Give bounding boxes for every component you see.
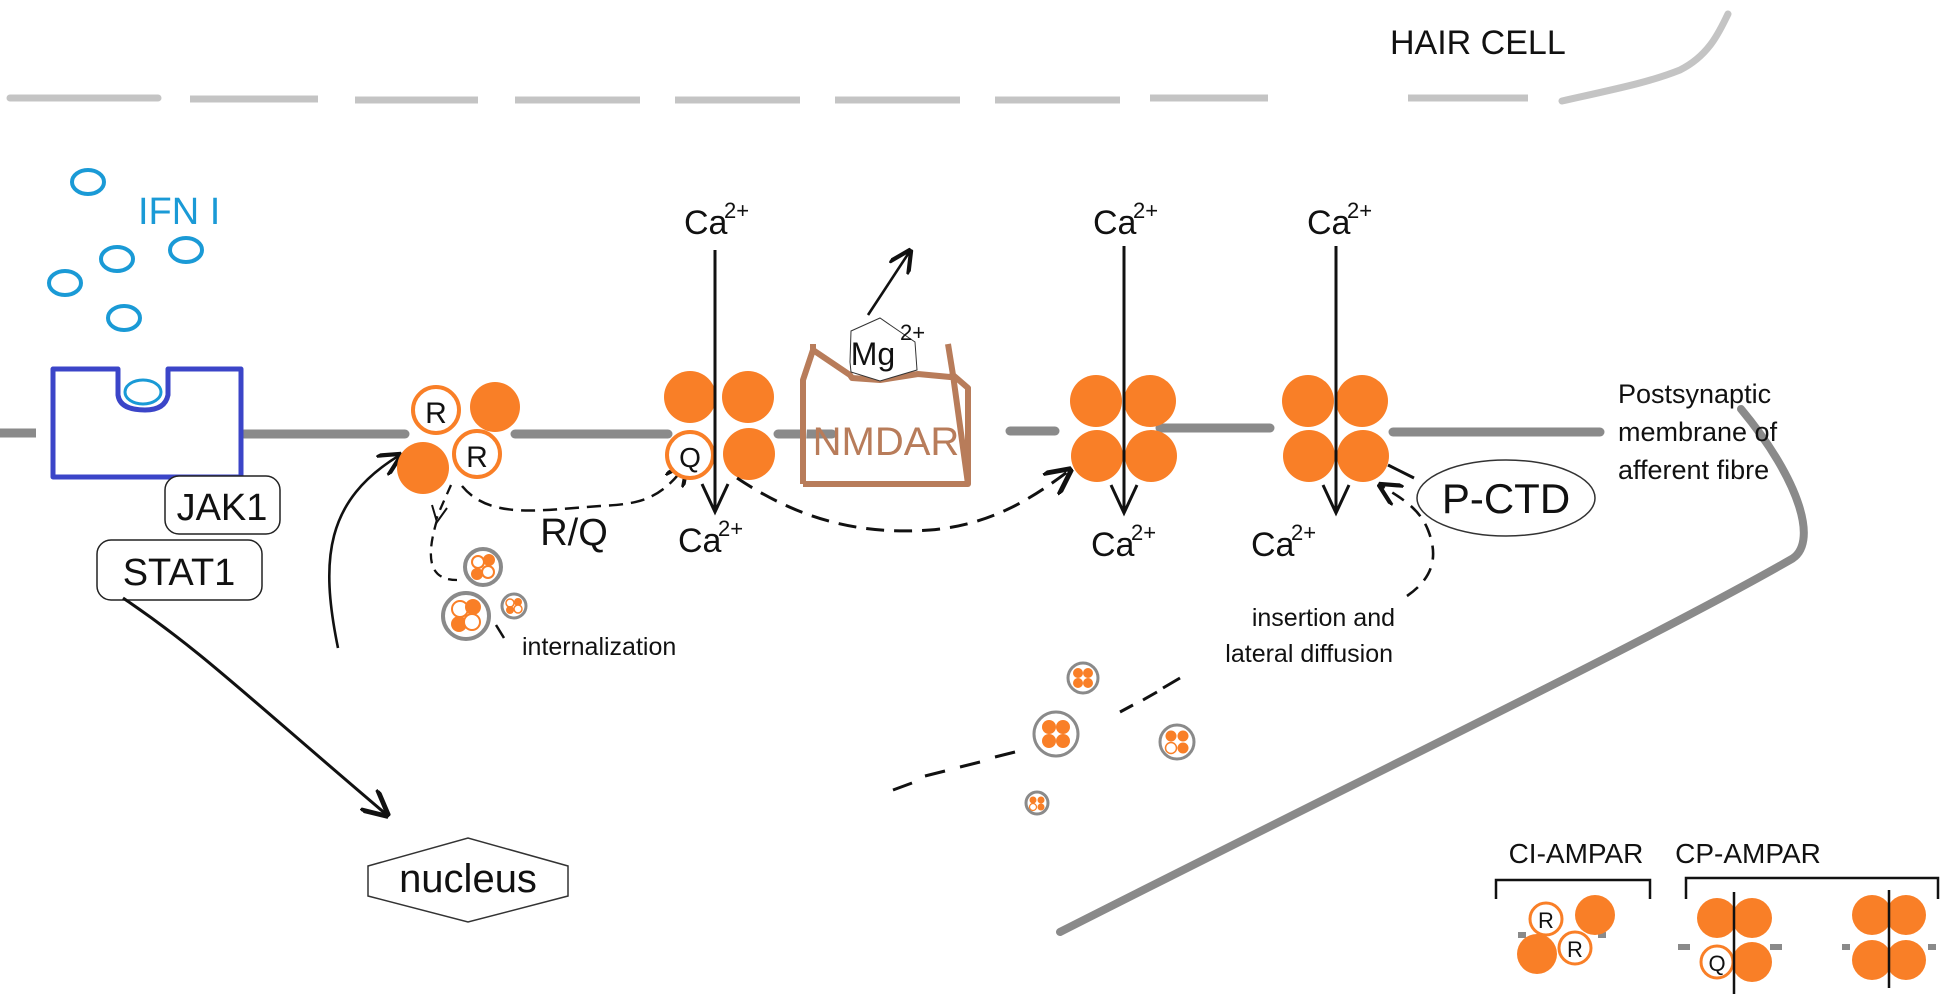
- nucleus-label: nucleus: [399, 857, 537, 901]
- postsynaptic-label-line2: membrane of: [1618, 417, 1778, 447]
- trafficking-arrow: [327, 455, 400, 649]
- vesicle: [1024, 790, 1050, 816]
- pctd-shape: [1416, 459, 1596, 537]
- ifn-ligand: [106, 304, 142, 332]
- postsynaptic-label-line1: Postsynaptic: [1618, 379, 1771, 409]
- insertion-path: [892, 676, 1181, 792]
- svg-text:Ca: Ca: [1091, 526, 1135, 564]
- ca-ion-label-bottom-1: Ca 2+: [678, 516, 743, 560]
- svg-text:R: R: [1567, 937, 1583, 962]
- rq-editing-arrow: [461, 465, 686, 512]
- legend-cp-ampar-no-gluA2: [1842, 890, 1936, 988]
- legend-cp-ampar-q: Q: [1678, 892, 1782, 994]
- stat1-label: STAT1: [123, 552, 236, 594]
- svg-text:2+: 2+: [1133, 198, 1158, 223]
- ifn-ligand: [47, 269, 83, 297]
- svg-text:2+: 2+: [1131, 520, 1156, 545]
- mg-ion-shape: [849, 317, 918, 382]
- insertion-label-line2: lateral diffusion: [1225, 640, 1393, 668]
- mg-charge: 2+: [900, 320, 925, 345]
- ca-ion-label-top-3: Ca 2+: [1307, 198, 1372, 242]
- intracellular-vesicles: [1024, 661, 1196, 816]
- legend-cp-ampar: CP-AMPAR Q: [1675, 838, 1940, 994]
- svg-text:Ca: Ca: [1093, 204, 1137, 242]
- hair-cell-membrane: [6, 10, 1732, 105]
- postsynaptic-label-line3: afferent fibre: [1618, 455, 1769, 485]
- svg-text:2+: 2+: [724, 198, 749, 223]
- ca-ion-label-bottom-2: Ca 2+: [1091, 520, 1156, 564]
- vesicle: [1032, 710, 1080, 758]
- ifn-ligand: [168, 236, 204, 264]
- svg-text:2+: 2+: [1291, 520, 1316, 545]
- jak1-label: JAK1: [177, 487, 268, 529]
- ca-ion-label-top-2: Ca 2+: [1093, 198, 1158, 242]
- r-label: R: [466, 441, 488, 474]
- q-label: Q: [679, 442, 701, 473]
- bound-ifn-ligand: [123, 378, 163, 406]
- hair-cell-title: HAIR CELL: [1390, 24, 1566, 62]
- svg-text:Ca: Ca: [1307, 204, 1351, 242]
- jak1-box: [164, 475, 281, 535]
- svg-text:Ca: Ca: [1251, 526, 1295, 564]
- ci-ampar-receptor: R R: [397, 382, 520, 494]
- gluA-subunit: [397, 442, 449, 494]
- ifn-ligand: [99, 245, 135, 273]
- svg-text:R: R: [1538, 908, 1554, 933]
- nmdar-receptor: Mg 2+ NMDAR: [800, 317, 971, 487]
- nucleus-shape: [367, 837, 569, 923]
- vesicle: [1158, 723, 1196, 761]
- ifn-ligand: [70, 168, 106, 196]
- stat1-to-nucleus-arrow: [122, 596, 387, 815]
- vesicle: [441, 591, 491, 641]
- mg-label: Mg: [851, 336, 895, 372]
- cp-ampar-receptor-3: [1282, 375, 1389, 482]
- r-label: R: [425, 397, 447, 430]
- vesicle: [1066, 661, 1100, 695]
- svg-text:Q: Q: [1708, 951, 1725, 976]
- legend-ci-ampar: CI-AMPAR R R: [1494, 838, 1652, 974]
- internalization-label: internalization: [522, 633, 676, 661]
- stat1-box: [96, 539, 263, 601]
- internalization-arrow: [429, 484, 458, 582]
- vesicle: [500, 592, 528, 620]
- internalized-vesicles: [441, 547, 528, 641]
- svg-text:2+: 2+: [1347, 198, 1372, 223]
- ifn-ligands: [47, 168, 204, 332]
- ca-ion-label-bottom-3: Ca 2+: [1251, 520, 1316, 564]
- mg-release-arrow: [866, 251, 910, 316]
- legend-cp-ampar-label: CP-AMPAR: [1675, 838, 1821, 869]
- pctd-label: P-CTD: [1442, 475, 1570, 522]
- gluA-subunit: [470, 382, 520, 432]
- pctd-link: [1387, 463, 1415, 480]
- nmdar-label: NMDAR: [813, 420, 960, 464]
- svg-text:2+: 2+: [718, 516, 743, 541]
- ifn-label: IFN I: [138, 191, 220, 233]
- ifn-receptor: [50, 366, 244, 480]
- ca-ion-label-top-1: Ca 2+: [684, 198, 749, 242]
- insertion-label-line1: insertion and: [1252, 604, 1395, 632]
- legend-ci-ampar-label: CI-AMPAR: [1509, 838, 1644, 869]
- gluA2-r-subunit: [452, 429, 502, 479]
- svg-text:Ca: Ca: [678, 522, 722, 560]
- gluA2-q-subunit: [665, 430, 715, 480]
- cp-ampar-receptor-2: [1070, 375, 1177, 482]
- svg-text:Ca: Ca: [684, 204, 728, 242]
- vesicle: [463, 547, 503, 587]
- rq-label: R/Q: [540, 512, 608, 554]
- insertion-arrow: [1380, 485, 1435, 598]
- gluA2-r-subunit: [411, 385, 461, 435]
- cp-ampar-q-receptor: Q: [664, 371, 775, 480]
- lateral-diffusion-arrow: [736, 470, 1070, 533]
- internalization-pointer: [494, 624, 506, 639]
